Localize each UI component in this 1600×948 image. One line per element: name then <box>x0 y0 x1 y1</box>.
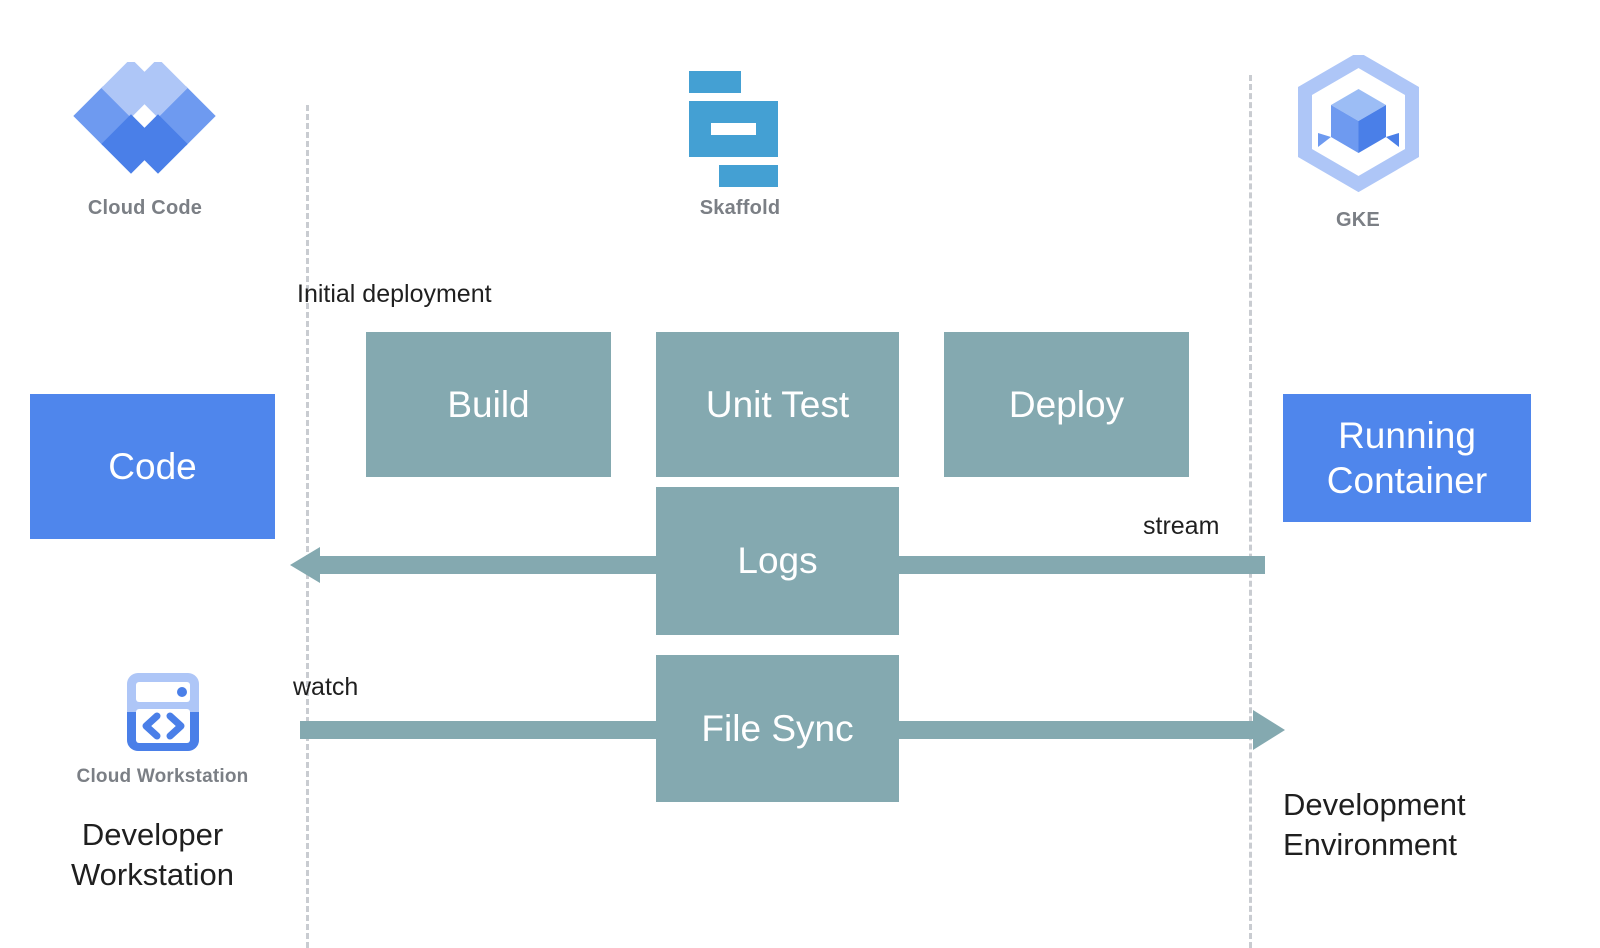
cloud-workstation-icon <box>126 673 199 751</box>
development-environment-line1: Development <box>1283 787 1466 822</box>
running-container-line1: Running <box>1338 414 1476 456</box>
gke-label: GKE <box>1336 209 1380 231</box>
development-environment-zone-label: Development Environment <box>1283 785 1553 864</box>
cloud-workstation-logo-block: Cloud Workstation <box>60 668 265 788</box>
developer-workstation-zone-label: Developer Workstation <box>30 815 275 894</box>
skaffold-logo-block: Skaffold <box>640 62 840 220</box>
cloud-code-label: Cloud Code <box>87 197 203 219</box>
left-boundary-divider <box>306 105 309 948</box>
cloud-workstation-label: Cloud Workstation <box>76 766 249 787</box>
code-box-label: Code <box>108 445 197 487</box>
skaffold-icon <box>689 71 778 187</box>
deploy-box-label: Deploy <box>1008 383 1125 425</box>
skaffold-label: Skaffold <box>699 197 781 219</box>
developer-workstation-line1: Developer <box>81 817 224 852</box>
running-container-line2: Container <box>1326 460 1488 501</box>
cloud-code-logo-block: Cloud Code <box>45 62 245 220</box>
development-environment-line2: Environment <box>1283 826 1458 862</box>
watch-label: watch <box>293 673 359 701</box>
build-box-label: Build <box>447 383 530 425</box>
initial-deployment-label: Initial deployment <box>297 280 492 308</box>
deploy-box[interactable]: Deploy <box>944 332 1189 477</box>
gke-icon <box>1297 55 1419 193</box>
running-container-box[interactable]: Running Container <box>1283 394 1531 522</box>
logs-box[interactable]: Logs <box>656 487 899 635</box>
running-container-box-label: Running Container <box>1327 413 1487 503</box>
right-boundary-divider <box>1249 75 1252 948</box>
developer-workstation-line2: Workstation <box>70 856 235 892</box>
stream-label: stream <box>1143 512 1220 540</box>
unit-test-box[interactable]: Unit Test <box>656 332 899 477</box>
cloud-code-icon <box>73 62 216 174</box>
file-sync-box-label: File Sync <box>701 707 854 749</box>
logs-box-label: Logs <box>737 540 818 581</box>
build-box[interactable]: Build <box>366 332 611 477</box>
gke-logo-block: GKE <box>1258 55 1458 232</box>
code-box[interactable]: Code <box>30 394 275 539</box>
file-sync-box[interactable]: File Sync <box>656 655 899 802</box>
unit-test-box-label: Unit Test <box>705 383 850 425</box>
